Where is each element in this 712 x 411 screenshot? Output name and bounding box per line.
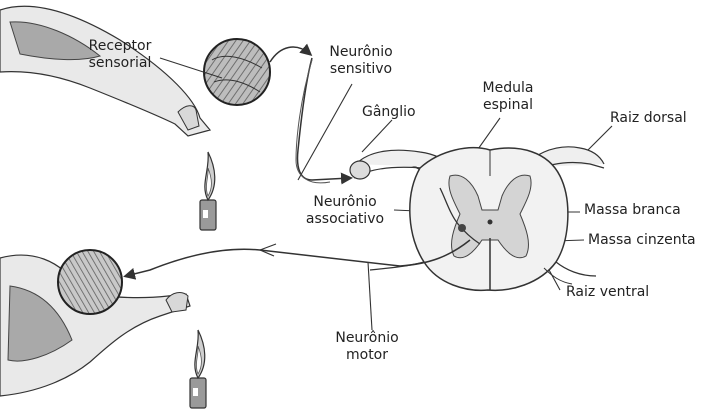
label-medula-line1: Medula [472,80,544,97]
label-massa-cinzenta: Massa cinzenta [588,232,696,249]
label-neuronio-associativo-line2: associativo [296,211,394,228]
label-massa-branca: Massa branca [584,202,681,219]
label-receptor-sensorial: Receptor sensorial [76,38,164,72]
label-raiz-ventral: Raiz ventral [566,284,649,301]
label-neuronio-associativo: Neurônio associativo [296,194,394,228]
label-ganglio: Gânglio [362,104,416,121]
label-neuronio-motor-line1: Neurônio [324,330,410,347]
muscle-magnified-circle [58,250,122,314]
label-medula-espinal: Medula espinal [472,80,544,114]
candle-upper [200,152,216,230]
label-receptor-line1: Receptor [76,38,164,55]
label-neuronio-sensitivo: Neurônio sensitivo [318,44,404,78]
label-neuronio-sensitivo-line2: sensitivo [318,61,404,78]
label-neuronio-motor-line2: motor [324,347,410,364]
candle-lower [190,330,206,408]
spinal-cord [410,148,568,291]
label-raiz-dorsal: Raiz dorsal [610,110,687,127]
receptor-magnified-circle [204,39,270,105]
label-neuronio-associativo-line1: Neurônio [296,194,394,211]
label-neuronio-sensitivo-line1: Neurônio [318,44,404,61]
label-medula-line2: espinal [472,97,544,114]
label-neuronio-motor: Neurônio motor [324,330,410,364]
label-receptor-line2: sensorial [76,55,164,72]
